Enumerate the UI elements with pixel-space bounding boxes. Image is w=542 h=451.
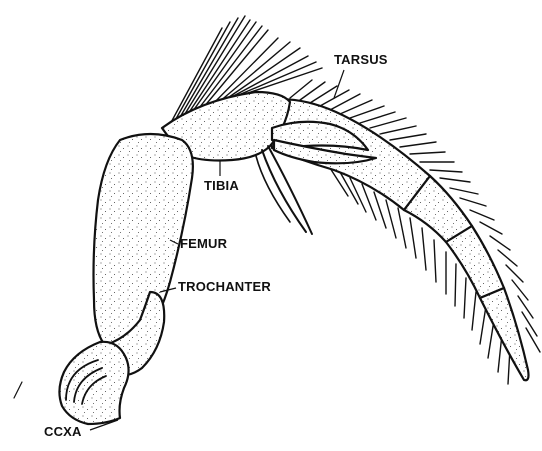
label-coxa-text: CCXA (44, 424, 82, 439)
label-femur-text: FEMUR (180, 236, 228, 251)
tarsus-segment-3 (446, 226, 504, 298)
label-tibia: TIBIA (204, 160, 239, 193)
label-tarsus: TARSUS (334, 52, 388, 98)
label-trochanter: TROCHANTER (160, 279, 271, 294)
label-tarsus-text: TARSUS (334, 52, 388, 67)
label-tibia-text: TIBIA (204, 178, 239, 193)
label-trochanter-text: TROCHANTER (178, 279, 271, 294)
coxa-shape (59, 342, 128, 424)
